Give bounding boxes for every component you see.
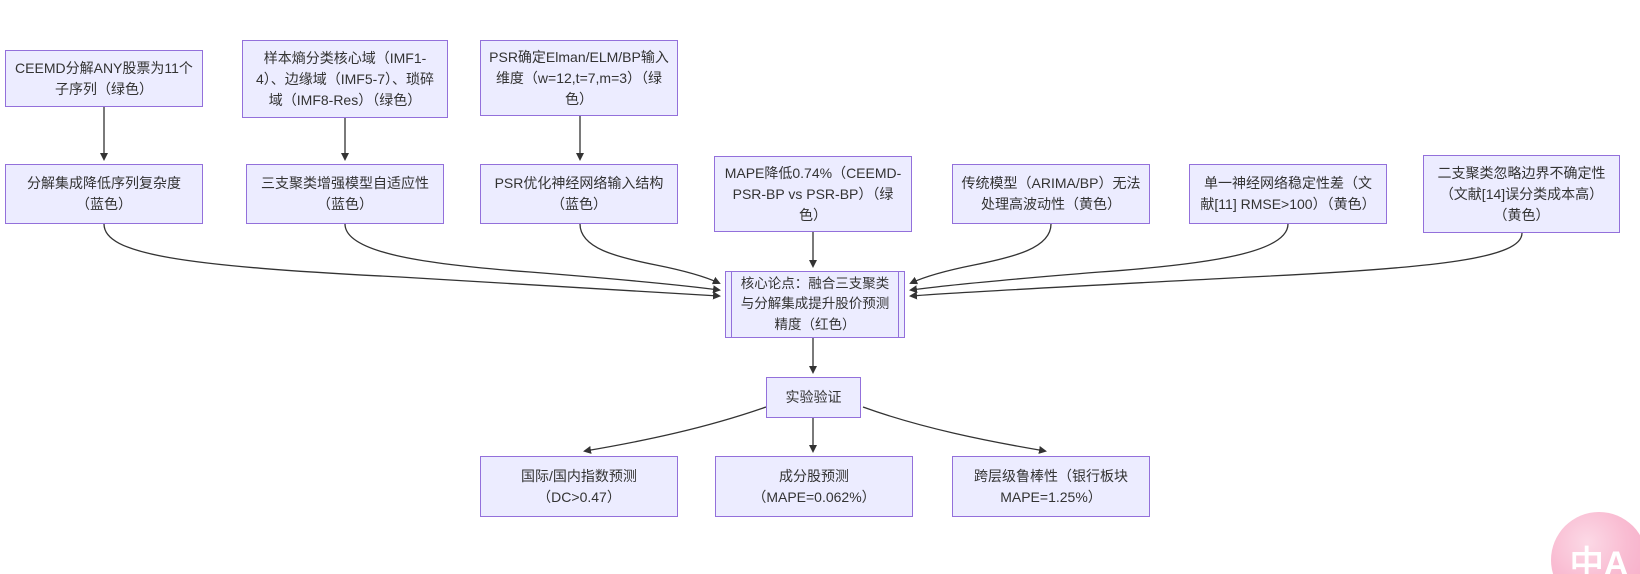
node-stock-pred: 成分股预测（MAPE=0.062%） xyxy=(715,456,913,517)
node-index-pred: 国际/国内指数预测（DC>0.47） xyxy=(480,456,678,517)
node-psr-opt-label: PSR优化神经网络输入结构（蓝色） xyxy=(494,175,664,212)
node-robustness-label: 跨层级鲁棒性（银行板块MAPE=1.25%） xyxy=(974,467,1128,505)
node-traditional: 传统模型（ARIMA/BP）无法处理高波动性（黄色） xyxy=(952,164,1150,224)
node-ceemd: CEEMD分解ANY股票为11个子序列（绿色） xyxy=(5,50,203,107)
node-decomp: 分解集成降低序列复杂度（蓝色） xyxy=(5,164,203,224)
node-twoway-label: 二支聚类忽略边界不确定性（文献[14]误分类成本高）（黄色） xyxy=(1437,164,1606,223)
edge-singlenn-core xyxy=(909,223,1289,294)
node-decomp-label: 分解集成降低序列复杂度（蓝色） xyxy=(27,175,181,212)
node-single-nn: 单一神经网络稳定性差（文献[11] RMSE>100）（黄色） xyxy=(1189,164,1387,224)
node-twoway: 二支聚类忽略边界不确定性（文献[14]误分类成本高）（黄色） xyxy=(1423,155,1620,233)
node-threeway-label: 三支聚类增强模型自适应性（蓝色） xyxy=(261,175,429,212)
node-mape-label: MAPE降低0.74%（CEEMD-PSR-BP vs PSR-BP）（绿色） xyxy=(724,164,902,223)
node-psr-dim-label: PSR确定Elman/ELM/BP输入维度（w=12,t=7,m=3）（绿色） xyxy=(489,48,669,107)
edge-threeway-core xyxy=(344,223,721,294)
node-threeway: 三支聚类增强模型自适应性（蓝色） xyxy=(246,164,444,224)
node-psr-dim: PSR确定Elman/ELM/BP输入维度（w=12,t=7,m=3）（绿色） xyxy=(480,40,678,116)
node-mape: MAPE降低0.74%（CEEMD-PSR-BP vs PSR-BP）（绿色） xyxy=(714,156,912,232)
node-traditional-label: 传统模型（ARIMA/BP）无法处理高波动性（黄色） xyxy=(961,175,1141,212)
node-robustness: 跨层级鲁棒性（银行板块MAPE=1.25%） xyxy=(952,456,1150,517)
node-stock-pred-label: 成分股预测（MAPE=0.062%） xyxy=(752,467,876,505)
edge-decomp-core xyxy=(103,223,721,300)
node-entropy: 样本熵分类核心域（IMF1-4）、边缘域（IMF5-7）、琐碎域（IMF8-Re… xyxy=(242,40,448,118)
translate-badge-button[interactable]: 中A xyxy=(1551,512,1640,574)
node-experiment-label: 实验验证 xyxy=(785,389,842,405)
node-psr-opt: PSR优化神经网络输入结构（蓝色） xyxy=(480,164,678,224)
node-single-nn-label: 单一神经网络稳定性差（文献[11] RMSE>100）（黄色） xyxy=(1200,175,1376,212)
edge-traditional-core xyxy=(909,223,1052,285)
node-entropy-label: 样本熵分类核心域（IMF1-4）、边缘域（IMF5-7）、琐碎域（IMF8-Re… xyxy=(255,49,435,108)
node-index-pred-label: 国际/国内指数预测（DC>0.47） xyxy=(521,467,637,505)
edge-experiment-indexpred xyxy=(583,406,767,454)
edge-twoway-core xyxy=(909,232,1523,300)
node-core-thesis: 核心论点：融合三支聚类与分解集成提升股价预测精度（红色） xyxy=(725,271,905,338)
edge-experiment-robustness xyxy=(862,406,1047,454)
node-ceemd-label: CEEMD分解ANY股票为11个子序列（绿色） xyxy=(15,59,193,97)
edge-psropt-core xyxy=(579,223,721,285)
node-core-thesis-label: 核心论点：融合三支聚类与分解集成提升股价预测精度（红色） xyxy=(740,276,890,332)
translate-icon: 中A xyxy=(1569,544,1629,574)
node-experiment: 实验验证 xyxy=(766,377,861,418)
